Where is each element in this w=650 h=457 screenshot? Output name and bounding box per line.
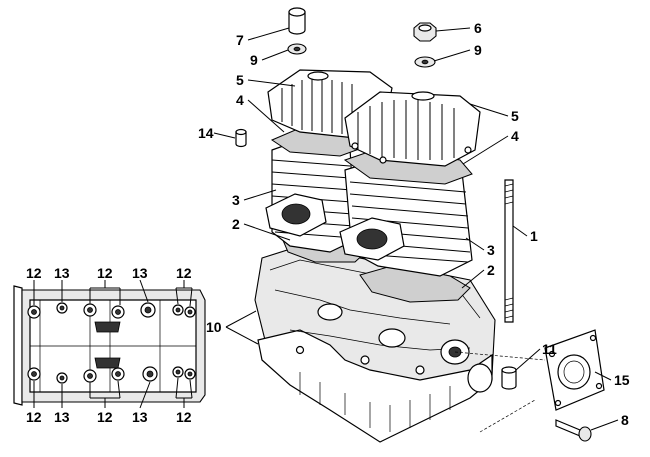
inset-callout-12-top-left: 12 <box>26 265 42 281</box>
inset-callout-13-bottom-left: 13 <box>54 409 70 425</box>
inset-callout-12-bottom-left: 12 <box>26 409 42 425</box>
dowel-part <box>235 128 247 148</box>
callout-9-left: 9 <box>250 52 258 68</box>
spacer-part <box>288 7 306 35</box>
cover-plate-part <box>544 329 605 411</box>
inset-callout-13-top-left: 13 <box>54 265 70 281</box>
inset-callout-12-top-middle: 12 <box>97 265 113 281</box>
inset-callout-12-bottom-middle: 12 <box>97 409 113 425</box>
inset-callout-13-bottom-right: 13 <box>132 409 148 425</box>
callout-11: 11 <box>542 341 557 357</box>
inset-callout-12-bottom-right: 12 <box>176 409 192 425</box>
callout-3-left: 3 <box>232 192 240 208</box>
washer-part-right <box>414 56 436 68</box>
cylinders <box>265 139 473 277</box>
callout-10: 10 <box>206 319 222 335</box>
callout-labels: 7 9 5 4 14 6 9 5 4 3 2 3 2 1 10 11 15 8 … <box>26 20 630 428</box>
inset-callout-12-top-right: 12 <box>176 265 192 281</box>
nut-part <box>413 22 437 42</box>
callout-6: 6 <box>474 20 482 36</box>
washer-part-left <box>287 43 307 55</box>
callout-3-right: 3 <box>487 242 495 258</box>
leader-lines <box>33 27 619 433</box>
callout-5-right: 5 <box>511 108 519 124</box>
callout-2-left: 2 <box>232 216 240 232</box>
callout-4-left: 4 <box>236 92 244 108</box>
callout-4-right: 4 <box>511 128 519 144</box>
callout-14: 14 <box>198 125 214 141</box>
callout-9-right: 9 <box>474 42 482 58</box>
bolt-part <box>555 419 592 442</box>
cylinder-heads <box>267 69 481 167</box>
callout-7: 7 <box>236 32 244 48</box>
callout-15: 15 <box>614 372 630 388</box>
dowel-sleeve-part <box>501 366 517 390</box>
callout-1: 1 <box>530 228 538 244</box>
inset-callout-13-top-right: 13 <box>132 265 148 281</box>
stud-part <box>504 179 514 323</box>
callout-5-left: 5 <box>236 72 244 88</box>
crankcase-bottom-view <box>13 285 206 406</box>
callout-8: 8 <box>621 412 629 428</box>
callout-2-right: 2 <box>487 262 495 278</box>
